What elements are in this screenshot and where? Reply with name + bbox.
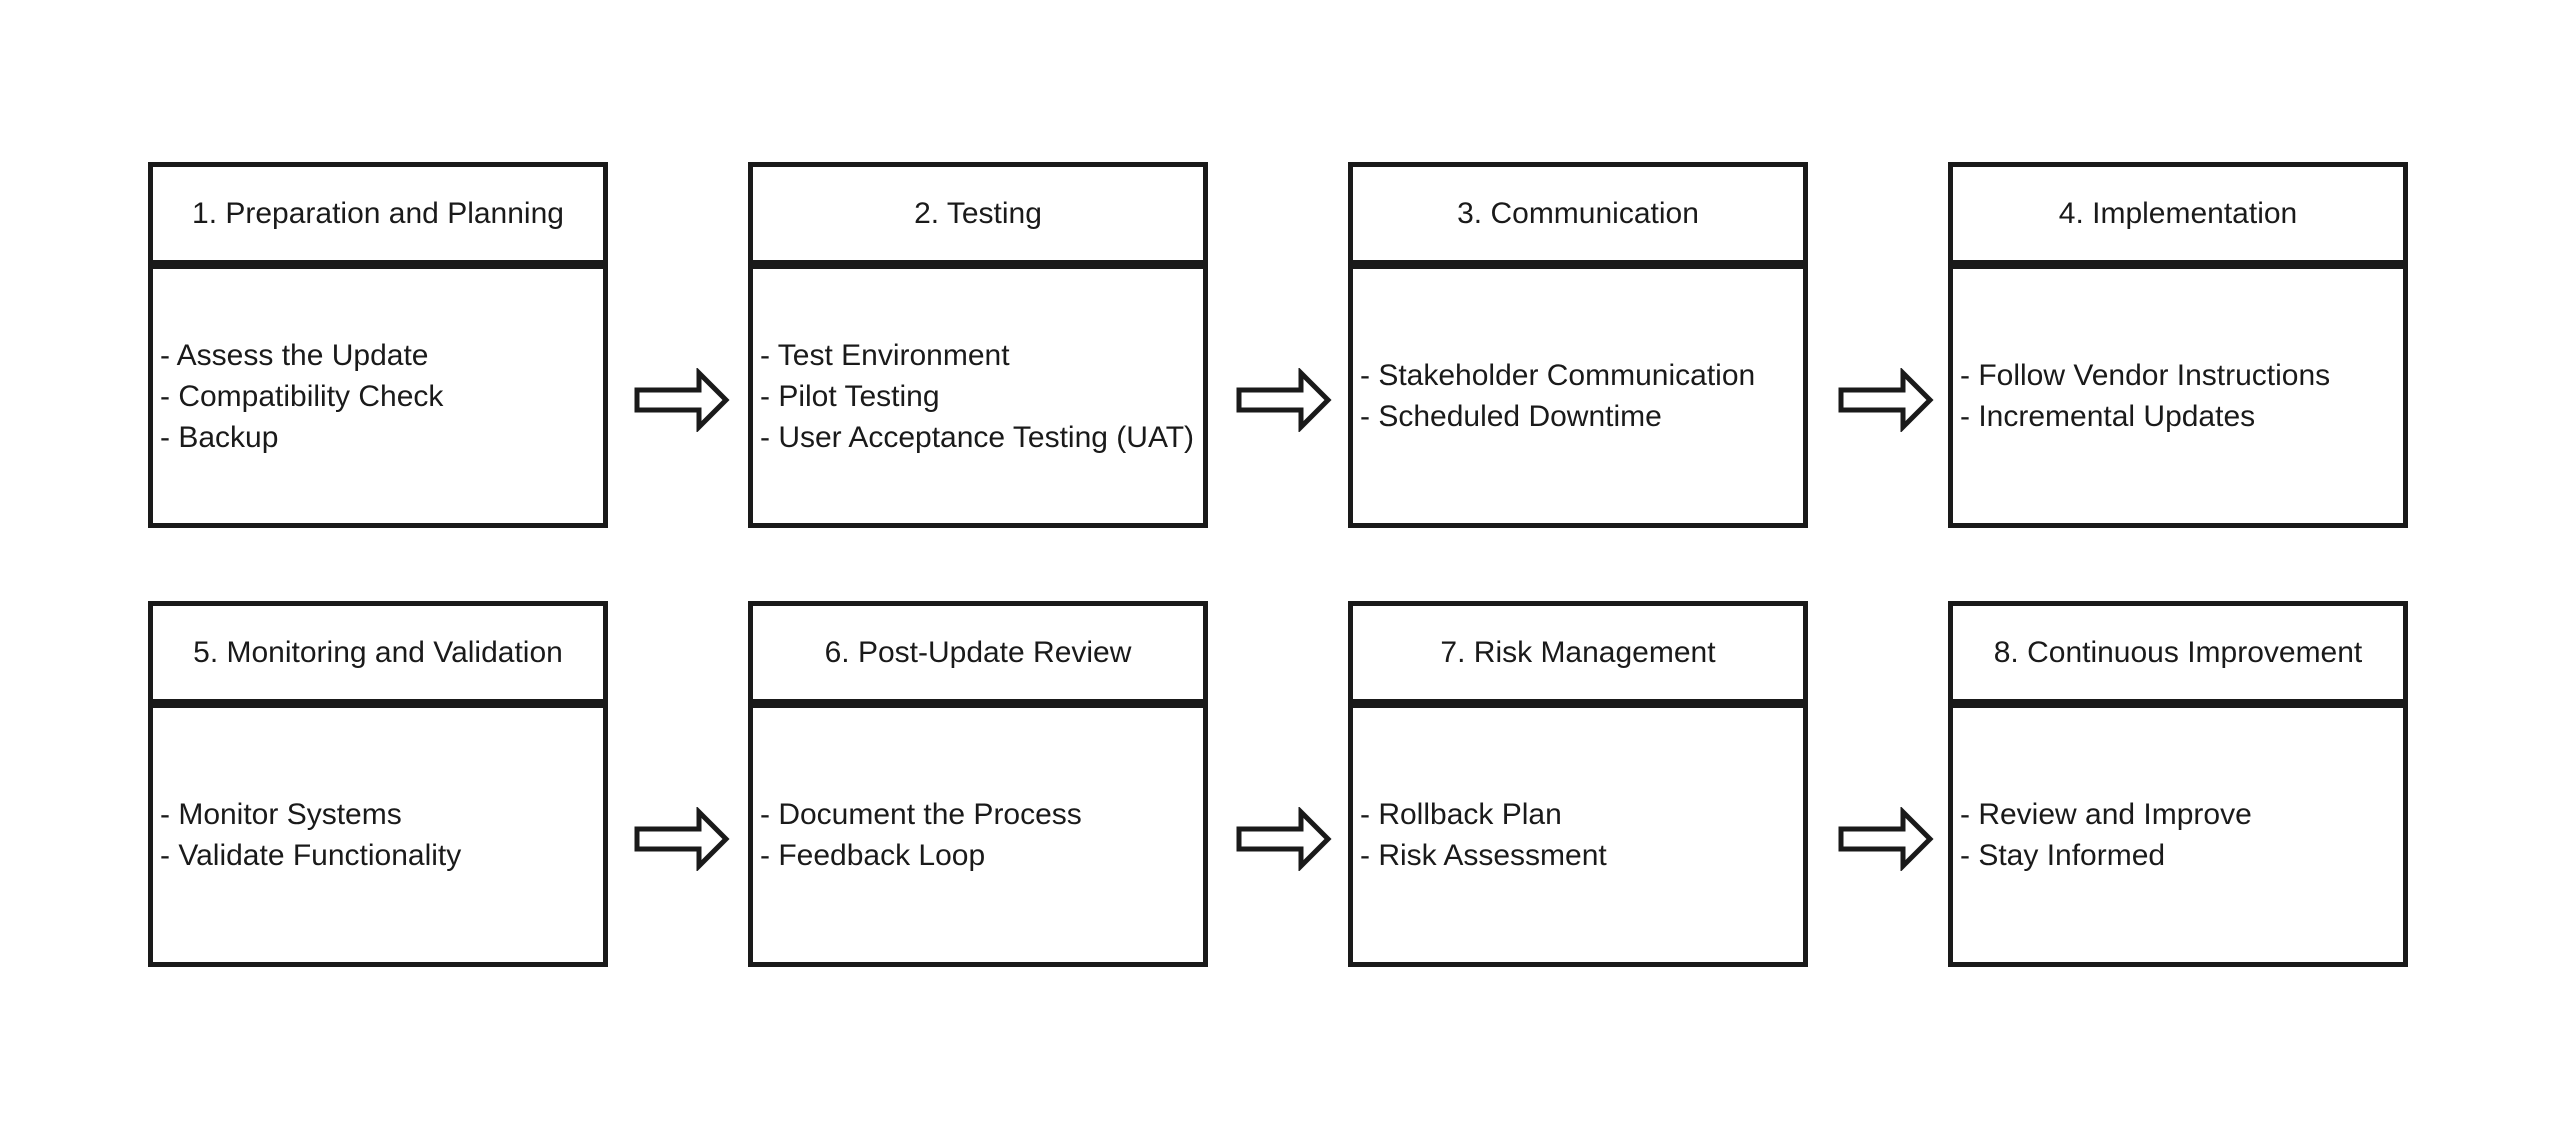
step-items: - Test Environment - Pilot Testing - Use… <box>753 269 1203 523</box>
step-items: - Stakeholder Communication - Scheduled … <box>1353 269 1803 523</box>
step-item: - Risk Assessment <box>1360 839 1607 872</box>
step-box-8: 8. Continuous Improvement - Review and I… <box>1948 601 2408 967</box>
step-items: - Review and Improve - Stay Informed <box>1953 708 2403 962</box>
step-title: 3. Communication <box>1353 167 1803 269</box>
step-item: - Assess the Update <box>160 338 429 372</box>
right-arrow-icon <box>634 368 730 432</box>
step-title: 8. Continuous Improvement <box>1953 606 2403 708</box>
step-box-5: 5. Monitoring and Validation - Monitor S… <box>148 601 608 967</box>
right-arrow-icon <box>1236 368 1332 432</box>
step-items: - Assess the Update - Compatibility Chec… <box>153 269 603 523</box>
step-item: - Stay Informed <box>1960 839 2166 872</box>
step-title: 5. Monitoring and Validation <box>153 606 603 708</box>
step-item: - Scheduled Downtime <box>1360 400 1662 433</box>
right-arrow-icon <box>1236 807 1332 871</box>
step-item: - Incremental Updates <box>1960 400 2256 433</box>
step-item: - Validate Functionality <box>160 839 462 872</box>
step-box-2: 2. Testing - Test Environment - Pilot Te… <box>748 162 1208 528</box>
step-item: - Follow Vendor Instructions <box>1960 359 2331 392</box>
step-item: - Rollback Plan <box>1360 798 1562 831</box>
step-title: 4. Implementation <box>1953 167 2403 269</box>
step-item: - Backup <box>160 420 279 454</box>
step-box-3: 3. Communication - Stakeholder Communica… <box>1348 162 1808 528</box>
right-arrow-icon <box>634 807 730 871</box>
step-item: - Document the Process <box>760 798 1082 831</box>
step-box-1: 1. Preparation and Planning - Assess the… <box>148 162 608 528</box>
step-item: - Compatibility Check <box>160 379 444 413</box>
step-title: 7. Risk Management <box>1353 606 1803 708</box>
step-title: 1. Preparation and Planning <box>153 167 603 269</box>
step-box-6: 6. Post-Update Review - Document the Pro… <box>748 601 1208 967</box>
step-items: - Document the Process - Feedback Loop <box>753 708 1203 962</box>
step-item: - Feedback Loop <box>760 839 986 872</box>
step-item: - Test Environment <box>760 338 1010 372</box>
step-items: - Follow Vendor Instructions - Increment… <box>1953 269 2403 523</box>
step-item: - Review and Improve <box>1960 798 2252 831</box>
step-items: - Monitor Systems - Validate Functionali… <box>153 708 603 962</box>
right-arrow-icon <box>1838 807 1934 871</box>
step-title: 2. Testing <box>753 167 1203 269</box>
step-title: 6. Post-Update Review <box>753 606 1203 708</box>
step-item: - Pilot Testing <box>760 379 940 413</box>
step-items: - Rollback Plan - Risk Assessment <box>1353 708 1803 962</box>
step-box-7: 7. Risk Management - Rollback Plan - Ris… <box>1348 601 1808 967</box>
step-box-4: 4. Implementation - Follow Vendor Instru… <box>1948 162 2408 528</box>
step-item: - Monitor Systems <box>160 798 402 831</box>
right-arrow-icon <box>1838 368 1934 432</box>
step-item: - Stakeholder Communication <box>1360 359 1756 392</box>
step-item: - User Acceptance Testing (UAT) <box>760 420 1195 454</box>
